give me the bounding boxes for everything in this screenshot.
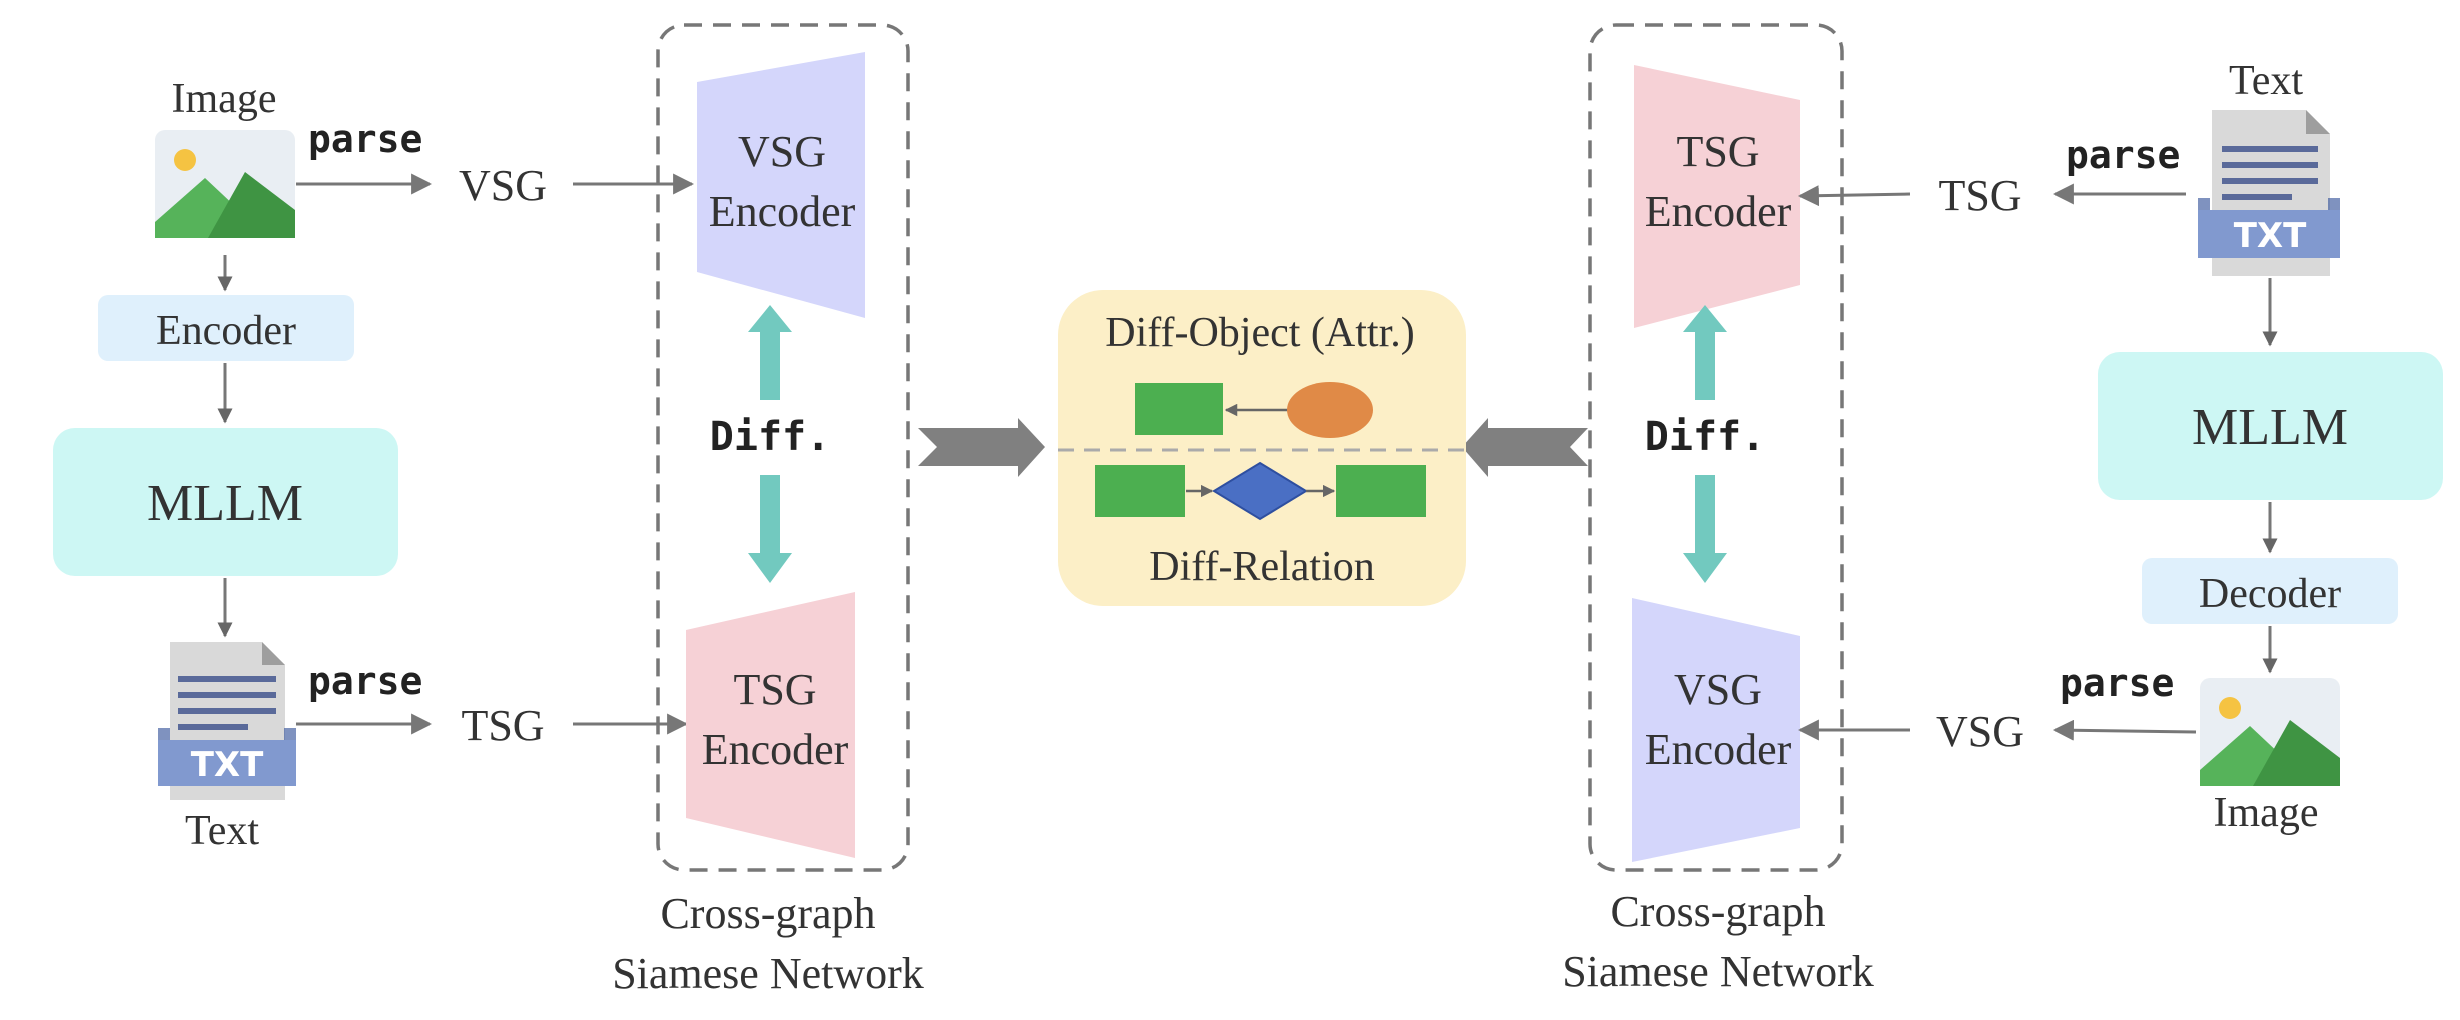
left-mllm-label: MLLM [147,475,303,532]
diff-relation-diamond [1212,461,1308,521]
right-mllm-label: MLLM [2192,399,2348,456]
right-vsg-encoder-line2: Encoder [1645,725,1792,774]
left-diff-label: Diff. [710,414,830,460]
left-vsg-encoder-line2: Encoder [709,187,856,236]
left-vsg-encoder-shape [697,52,865,318]
diff-object-green-box [1135,383,1223,435]
left-encoder-label: Encoder [156,308,296,354]
right-network-caption-line1: Cross-graph [1610,887,1825,936]
left-text-label: Text [185,808,259,854]
right-vsg-encoder-shape [1632,598,1800,862]
left-vsg-label: VSG [459,161,547,210]
right-vsg-label: VSG [1936,707,2024,756]
right-tsg-to-encoder-arrow [1797,185,1911,207]
left-tsg-encoder-line1: TSG [733,665,816,714]
left-txt-badge: TXT [191,745,264,785]
left-vsg-encoder-line1: VSG [738,127,826,176]
right-mllm-box [2098,352,2443,500]
right-decoder-box [2142,558,2398,624]
left-image-icon [155,130,295,238]
right-txt-badge: TXT [2234,216,2307,256]
right-to-center-arrow [1462,418,1588,477]
diff-object-attribute-ellipse [1287,382,1373,438]
left-image-label: Image [172,76,277,122]
diff-relation-label: Diff-Relation [1149,544,1375,590]
left-to-center-arrow [918,418,1045,477]
right-parse-bottom-label: parse [2060,661,2174,705]
right-siamese-network-frame [1588,23,1844,872]
right-network-caption-line2: Siamese Network [1562,947,1874,996]
left-tsg-encoder-shape [686,592,855,858]
left-text-document-icon [158,642,296,800]
right-diff-label: Diff. [1645,414,1765,460]
right-tsg-label: TSG [1938,171,2021,220]
left-diff-down-arrow [748,475,792,583]
right-tsg-encoder-shape [1634,65,1800,328]
left-tsg-label: TSG [461,701,544,750]
left-network-caption-line2: Siamese Network [612,949,924,998]
diff-relation-left-box [1095,465,1185,517]
left-mllm-box [53,428,398,576]
diff-panel [1058,290,1466,606]
right-decoder-label: Decoder [2199,571,2341,617]
right-image-to-vsg-arrow [2052,719,2197,741]
left-parse-top-label: parse [308,117,422,161]
right-image-label: Image [2214,790,2319,836]
left-network-caption-line1: Cross-graph [660,889,875,938]
right-vsg-encoder-line1: VSG [1674,665,1762,714]
left-diff-up-arrow [748,305,792,400]
diff-object-label: Diff-Object (Attr.) [1105,310,1414,356]
right-image-icon [2200,678,2340,786]
right-tsg-encoder-line2: Encoder [1645,187,1792,236]
right-text-label: Text [2229,58,2303,104]
right-parse-top-label: parse [2066,133,2180,177]
right-text-document-icon [2198,110,2340,276]
left-parse-bottom-label: parse [308,659,422,703]
diff-relation-right-box [1336,465,1426,517]
right-diff-up-arrow [1683,305,1727,400]
right-diff-down-arrow [1683,475,1727,583]
left-encoder-box [98,295,354,361]
right-tsg-encoder-line1: TSG [1676,127,1759,176]
left-siamese-network-frame [656,23,910,872]
left-tsg-encoder-line2: Encoder [702,725,849,774]
